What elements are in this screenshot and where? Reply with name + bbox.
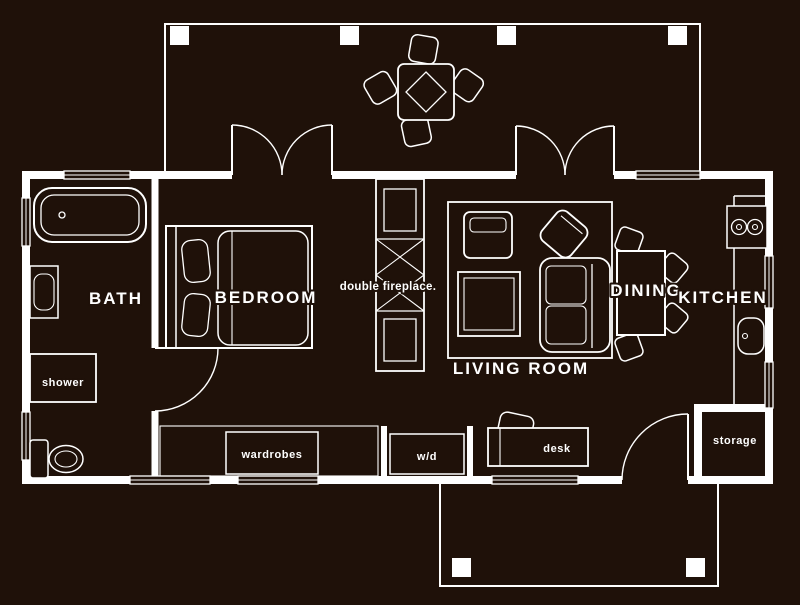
label-shower: shower xyxy=(42,377,84,389)
faucet xyxy=(741,332,749,340)
bathtub xyxy=(33,187,147,243)
lower-deck xyxy=(439,484,719,587)
closet-outline xyxy=(159,425,379,477)
lower-deck-outline xyxy=(439,484,719,587)
wardrobes-box xyxy=(225,431,319,475)
living-room-furniture xyxy=(447,201,613,359)
back-door xyxy=(621,413,689,481)
dining-set xyxy=(614,226,689,362)
window xyxy=(491,475,579,485)
deck-posts xyxy=(170,26,687,45)
window xyxy=(635,170,701,180)
interior-walls xyxy=(151,171,773,480)
window xyxy=(764,255,774,309)
pillow xyxy=(181,238,211,284)
firebox-bottom xyxy=(383,318,417,362)
label-storage: storage xyxy=(713,435,757,447)
window xyxy=(21,197,31,247)
fireplace xyxy=(375,178,425,372)
toilet xyxy=(29,439,84,479)
deck-post xyxy=(497,26,516,45)
window xyxy=(21,411,31,461)
patio-table xyxy=(397,63,455,121)
window xyxy=(764,361,774,409)
stove xyxy=(726,205,768,249)
burner xyxy=(730,218,748,236)
patio-chair xyxy=(363,70,398,105)
wall-storage xyxy=(694,404,773,480)
pillow xyxy=(181,292,211,338)
deck-post xyxy=(170,26,189,45)
washer-dryer-box xyxy=(389,433,465,475)
label-washer-dryer: w/d xyxy=(416,451,437,463)
exterior-walls xyxy=(22,171,773,484)
wall-laundry-alcove xyxy=(381,426,473,476)
window xyxy=(237,475,319,485)
accent-chair xyxy=(539,209,589,259)
windows xyxy=(21,170,774,485)
blanket xyxy=(217,230,309,346)
patio-chair xyxy=(449,68,485,103)
tub-drain xyxy=(58,211,66,219)
toilet-tank xyxy=(29,439,49,479)
labels: BATH BEDROOM LIVING ROOM DINING KITCHEN … xyxy=(40,279,768,465)
label-kitchen: KITCHEN xyxy=(678,288,768,307)
bathroom xyxy=(29,187,147,479)
label-dining: DINING xyxy=(610,281,682,300)
dining-table xyxy=(616,250,666,336)
bedroom-furniture xyxy=(165,225,313,349)
upper-deck-outline xyxy=(164,23,701,171)
patio-chair xyxy=(407,33,439,65)
sofa xyxy=(539,257,611,353)
upper-deck xyxy=(164,23,701,171)
dining-chair xyxy=(614,332,644,362)
sofa-cushion xyxy=(545,305,587,345)
label-bedroom: BEDROOM xyxy=(215,288,318,307)
kitchen-sink xyxy=(737,317,765,355)
french-door-right xyxy=(515,125,615,176)
bottom-strip xyxy=(159,411,589,477)
label-fireplace: double fireplace. xyxy=(340,281,436,293)
firebox-top xyxy=(383,188,417,232)
bed xyxy=(165,225,313,349)
bath-door xyxy=(154,347,219,412)
label-bath: BATH xyxy=(89,289,143,308)
deck-post xyxy=(340,26,359,45)
deck-post xyxy=(452,558,471,577)
desk-box xyxy=(487,427,589,467)
doors xyxy=(154,124,689,481)
label-wardrobes: wardrobes xyxy=(240,449,302,461)
french-door-left xyxy=(231,124,333,176)
rug xyxy=(447,201,613,359)
armchair xyxy=(463,211,513,259)
toilet-bowl xyxy=(48,444,84,474)
deck-post xyxy=(686,558,705,577)
label-desk: desk xyxy=(543,443,571,455)
window xyxy=(63,170,131,180)
deck-post xyxy=(668,26,687,45)
label-living-room: LIVING ROOM xyxy=(453,359,589,378)
fireplace-hatch xyxy=(375,238,425,312)
patio-table-set xyxy=(363,33,485,148)
kitchen-fixtures xyxy=(726,195,768,404)
bath-sink xyxy=(29,265,59,319)
shower-stall xyxy=(29,353,97,403)
fireplace-body xyxy=(375,178,425,372)
patio-table-detail xyxy=(405,71,447,113)
coffee-table xyxy=(457,271,521,337)
sofa-cushion xyxy=(545,265,587,305)
window xyxy=(129,475,211,485)
burner xyxy=(746,218,764,236)
